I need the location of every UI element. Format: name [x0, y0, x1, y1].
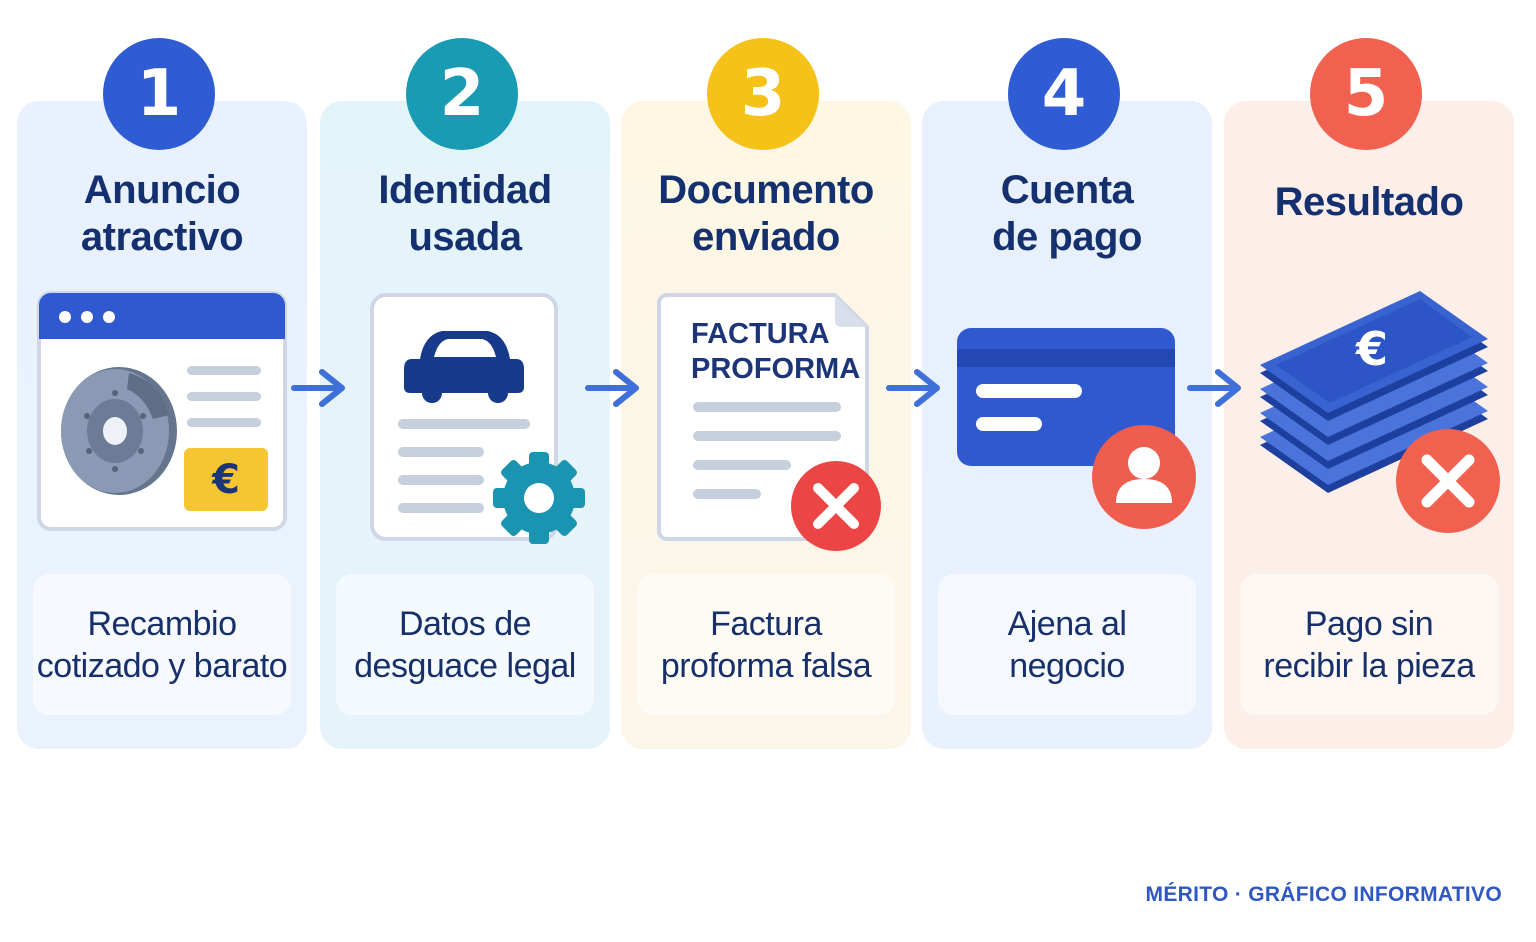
- step-description-box: Ajena al negocio: [938, 574, 1196, 715]
- browser-listing-icon: €: [37, 291, 287, 531]
- arrow-right-icon: [291, 369, 345, 407]
- user-icon: [1092, 425, 1196, 529]
- step-number-badge: 5: [1310, 38, 1422, 150]
- money-stack-icon: €: [1260, 291, 1500, 533]
- step-card-2: 2 Identidad usada: [320, 38, 610, 749]
- arrow-right-icon: [585, 369, 639, 407]
- step-description: Datos de desguace legal: [354, 604, 576, 685]
- arrow-right-icon: [886, 369, 940, 407]
- step-description: Recambio cotizado y barato: [36, 604, 288, 685]
- step-title: Documento enviado: [658, 168, 874, 259]
- svg-text:€: €: [211, 457, 240, 503]
- step-number-badge: 1: [103, 38, 215, 150]
- svg-text:€: €: [1355, 322, 1388, 376]
- step-title: Identidad usada: [378, 168, 552, 259]
- step-card-4: 4 Cuenta de pago Ajena al negocio: [922, 38, 1212, 749]
- error-x-icon: [1396, 429, 1500, 533]
- step-title: Anuncio atractivo: [80, 168, 244, 259]
- brake-disc-icon: [61, 367, 177, 495]
- step-description: Ajena al negocio: [1007, 604, 1127, 685]
- step-title: Cuenta de pago: [992, 168, 1142, 259]
- step-number-badge: 3: [707, 38, 819, 150]
- step-description-box: Datos de desguace legal: [336, 574, 594, 715]
- step-card-3: 3 Documento enviado FACTURA PROFORMA Fac…: [621, 38, 911, 749]
- step-description: Pago sin recibir la pieza: [1263, 604, 1475, 685]
- euro-tag-icon: €: [184, 448, 268, 511]
- step-description-box: Recambio cotizado y barato: [33, 574, 291, 715]
- svg-text:FACTURA: FACTURA: [691, 318, 830, 350]
- step-title: Resultado: [1274, 180, 1464, 224]
- invoice-icon: FACTURA PROFORMA: [657, 293, 881, 551]
- step-number-badge: 2: [406, 38, 518, 150]
- process-flow: 1 Anuncio atractivo € Rec: [17, 38, 1514, 749]
- step-description-box: Pago sin recibir la pieza: [1240, 574, 1498, 715]
- step-card-5: 5 Resultado € Pago sin recibir la pieza: [1224, 38, 1514, 749]
- arrow-right-icon: [1187, 369, 1241, 407]
- step-description-box: Factura proforma falsa: [637, 574, 895, 715]
- document-icon: [370, 293, 585, 544]
- car-icon: [404, 331, 524, 403]
- footer-credit: MÉRITO · GRÁFICO INFORMATIVO: [1145, 883, 1502, 906]
- gear-icon: [493, 452, 585, 544]
- svg-text:PROFORMA: PROFORMA: [691, 353, 860, 385]
- error-x-icon: [791, 461, 881, 551]
- step-number-badge: 4: [1008, 38, 1120, 150]
- bank-card-icon: [957, 328, 1196, 529]
- step-description: Factura proforma falsa: [660, 604, 872, 685]
- step-card-1: 1 Anuncio atractivo € Rec: [17, 38, 307, 749]
